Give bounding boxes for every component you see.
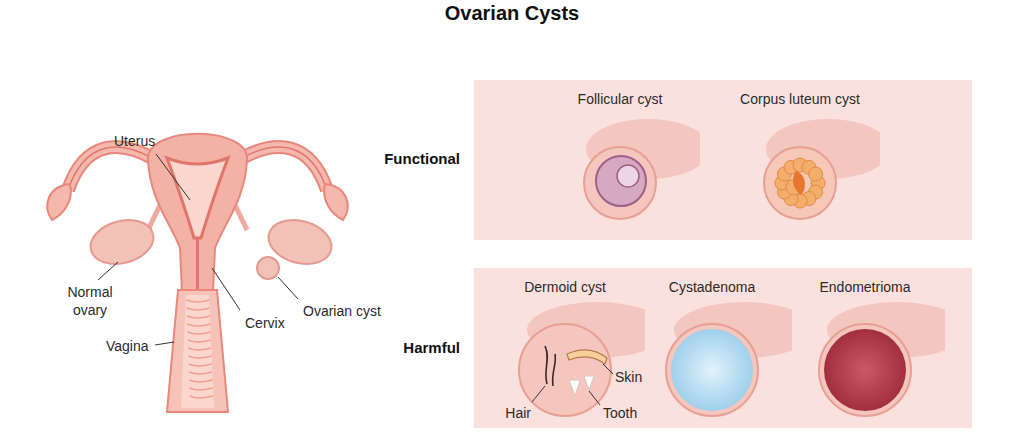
cyst-wall	[764, 147, 836, 219]
vagina	[167, 290, 228, 412]
blood-filling	[824, 329, 906, 411]
cyst-node: Corpus luteum cyst	[720, 86, 880, 236]
ovarian-cyst	[257, 257, 279, 279]
ruga	[187, 308, 210, 310]
leader-line	[98, 262, 118, 280]
cyst-node: Dermoid cystHair SkinTooth	[485, 274, 645, 424]
part-label: Hair	[505, 404, 531, 422]
tooth	[569, 380, 580, 396]
vaginal-lumen	[181, 295, 214, 408]
ovarian-ligament	[235, 205, 247, 230]
cyst-outline	[632, 274, 792, 424]
normal-ovary	[86, 213, 159, 270]
ruga	[187, 332, 210, 334]
cyst-outline	[720, 86, 880, 236]
category-panel: HarmfulDermoid cystHairSkinToothCystaden…	[474, 268, 972, 428]
tube-outline	[68, 147, 152, 190]
tube-lumen	[242, 147, 327, 190]
leader-line	[156, 154, 190, 200]
title: Ovarian Cysts	[0, 0, 1024, 26]
skin-layer	[567, 350, 607, 364]
cyst-name: Cystadenoma	[669, 278, 755, 296]
cyst-node: Cystadenoma	[632, 274, 792, 424]
hair-strand	[553, 354, 556, 386]
cyst-name: Dermoid cyst	[524, 278, 606, 296]
part-label: Vagina	[106, 337, 149, 355]
ovarian-ligament	[148, 205, 160, 230]
uterus-body	[148, 134, 247, 292]
cyst-name: Endometrioma	[819, 278, 910, 296]
ruga	[189, 380, 212, 382]
luteal-core	[793, 171, 805, 195]
fimbria	[47, 184, 71, 220]
leader-line	[603, 364, 613, 374]
tube-outline	[242, 147, 327, 190]
cyst-name: Follicular cyst	[578, 90, 663, 108]
ruga	[189, 364, 212, 366]
follicle	[596, 156, 646, 206]
cyst-node: Follicular cyst	[540, 86, 700, 236]
ruga	[190, 388, 213, 390]
part-label: Cervix	[245, 314, 285, 332]
cervical-canal	[196, 238, 199, 292]
cyst-wall	[666, 324, 758, 416]
tooth	[584, 376, 594, 390]
ruga	[189, 372, 212, 374]
ruga	[188, 340, 211, 342]
cyst-node: Endometrioma	[785, 274, 945, 424]
hair-strand	[545, 346, 547, 384]
leader-line	[532, 386, 545, 402]
part-label: Normal ovary	[60, 283, 120, 319]
part-label: Tooth	[603, 404, 637, 422]
category-heading: Functional	[384, 150, 460, 168]
leader-line	[155, 342, 174, 345]
part-label: Skin	[615, 368, 642, 386]
fimbria	[324, 184, 348, 220]
category-heading: Harmful	[403, 339, 460, 357]
ruga	[186, 300, 209, 302]
tube-lumen	[68, 147, 152, 190]
tube-fill	[68, 147, 152, 190]
leader-line	[212, 268, 240, 310]
vaginal-rugae	[186, 300, 213, 398]
luteal-lobule	[809, 167, 823, 181]
ruga	[187, 316, 210, 318]
ruga	[188, 348, 211, 350]
part-label: Uterus	[114, 132, 155, 150]
cyst-outline	[785, 274, 945, 424]
cyst-wall	[519, 324, 611, 416]
fluid-filling	[671, 329, 753, 411]
ruga	[190, 396, 213, 398]
oocyte	[617, 165, 639, 187]
category-panel: FunctionalFollicular cystCorpus luteum c…	[474, 80, 972, 240]
cyst-name: Corpus luteum cyst	[740, 90, 860, 108]
ruga	[187, 324, 210, 326]
part-label: Ovarian cyst	[303, 302, 381, 320]
cyst-wall	[584, 147, 656, 219]
uterine-cavity	[167, 158, 228, 238]
leader-lines	[98, 154, 298, 345]
ruga	[188, 356, 211, 358]
leader-line	[589, 391, 600, 405]
cyst-outline	[540, 86, 700, 236]
tube-fill	[242, 147, 327, 190]
leader-line	[278, 277, 298, 299]
cyst-wall	[819, 324, 911, 416]
cyst-outline	[485, 274, 645, 424]
